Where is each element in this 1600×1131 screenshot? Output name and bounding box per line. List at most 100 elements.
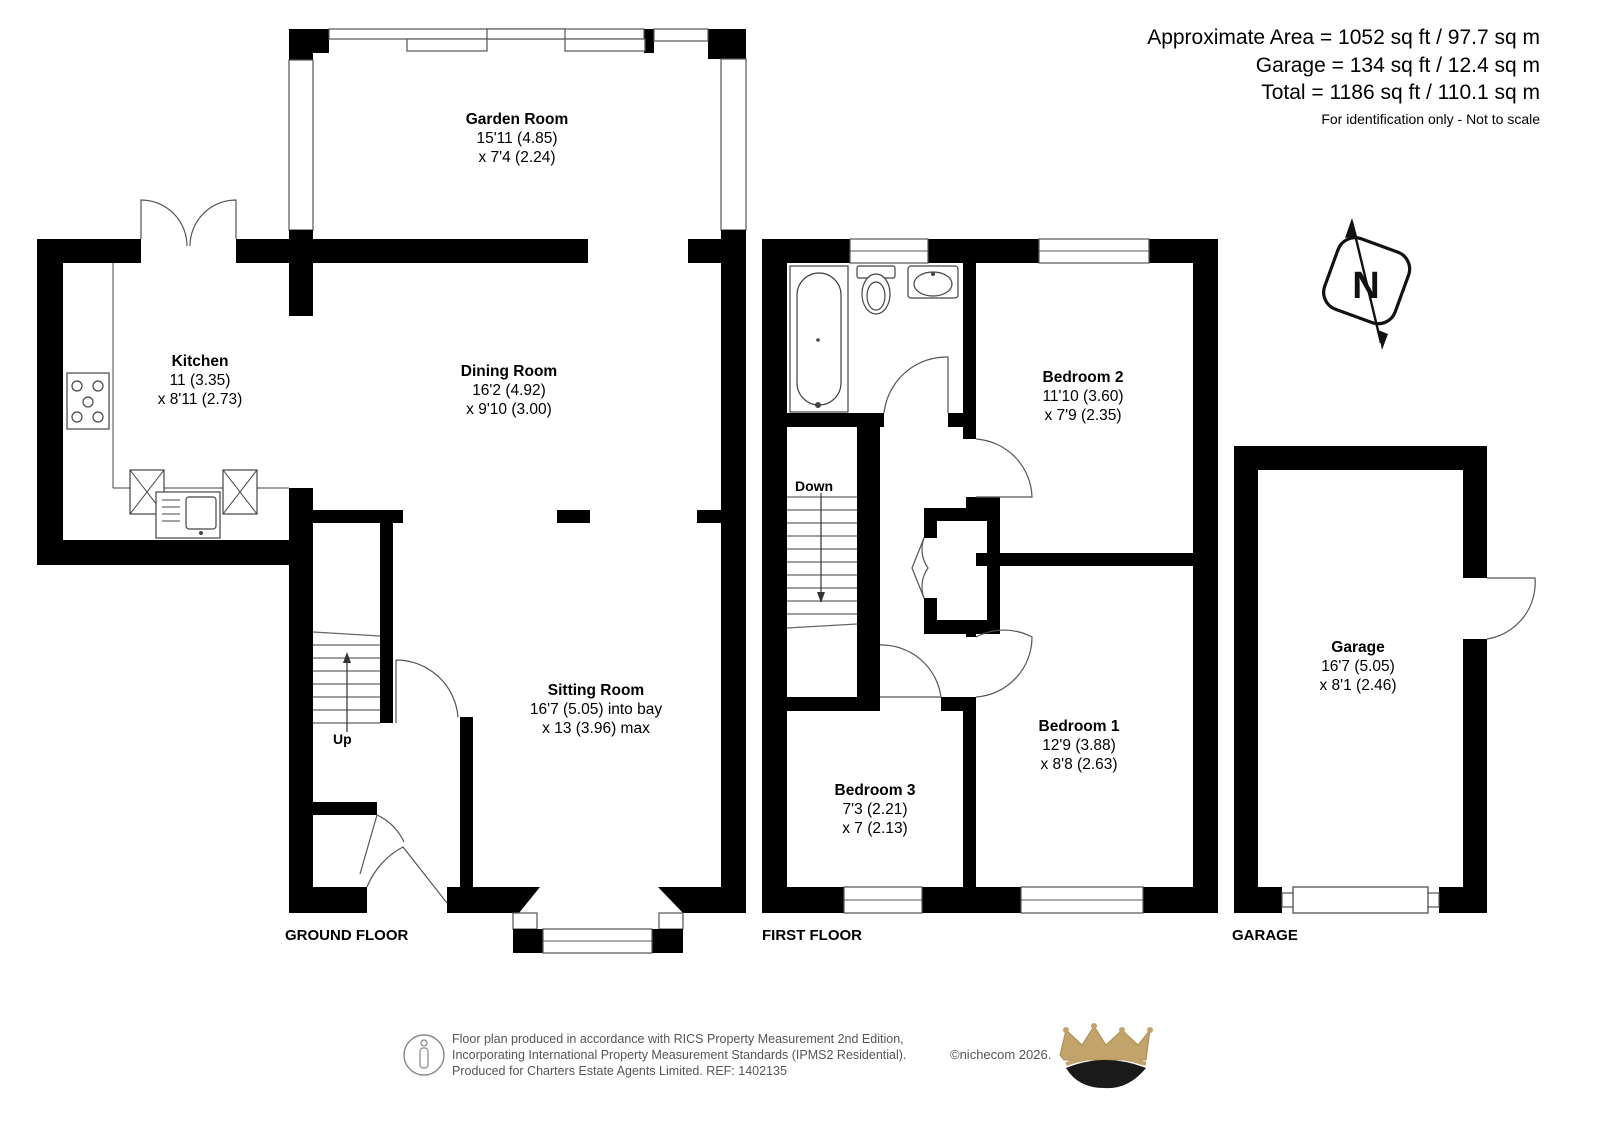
room-dining-room: Dining Room 16'2 (4.92) x 9'10 (3.00) — [461, 363, 557, 418]
garage-door-panel — [1292, 886, 1429, 914]
footer-brand: ©nichecom 2026. — [950, 1047, 1051, 1062]
room-dimension: 7'3 (2.21) — [843, 801, 908, 818]
bath-icon — [789, 265, 849, 413]
wall — [948, 413, 976, 427]
compass-north-label: N — [1352, 265, 1379, 307]
wall — [721, 239, 746, 912]
wall — [1439, 887, 1487, 913]
wall — [928, 239, 1039, 263]
wall — [313, 802, 377, 815]
garage-side-door — [1486, 577, 1536, 640]
room-bedroom-1: Bedroom 1 12'9 (3.88) x 8'8 (2.63) — [1039, 718, 1120, 773]
room-name: Garden Room — [466, 111, 568, 128]
wall — [987, 508, 1000, 634]
stairs-down — [786, 493, 858, 629]
room-bedroom-2: Bedroom 2 11'10 (3.60) x 7'9 (2.35) — [1042, 369, 1123, 424]
room-garage: Garage 16'7 (5.05) x 8'1 (2.46) — [1319, 639, 1396, 694]
garden-room-side-window — [720, 58, 747, 231]
room-dimension: 12'9 (3.88) — [1042, 737, 1116, 754]
room-dimension: x 13 (3.96) max — [542, 720, 650, 737]
bedroom-1-door — [975, 629, 1033, 698]
wall — [941, 697, 976, 711]
wall — [1234, 446, 1258, 913]
hob-icon — [66, 372, 110, 430]
wall — [762, 239, 787, 913]
wall — [1143, 887, 1218, 913]
wall — [652, 929, 683, 953]
footer-line-3: Produced for Charters Estate Agents Limi… — [452, 1064, 787, 1078]
ground-floor-label: GROUND FLOOR — [285, 927, 408, 944]
wall — [37, 540, 313, 565]
bathroom-door — [883, 356, 949, 414]
room-bedroom-3: Bedroom 3 7'3 (2.21) x 7 (2.13) — [835, 782, 916, 837]
wall — [289, 887, 367, 913]
room-dimension: 16'7 (5.05) into bay — [530, 701, 662, 718]
garage-area: Garage = 134 sq ft / 12.4 sq m — [1256, 54, 1540, 77]
sink-icon — [155, 491, 221, 539]
bedroom-2-door — [975, 438, 1033, 498]
stairs-down-label: Down — [795, 478, 833, 494]
bay-wall — [658, 887, 746, 913]
room-dimension: x 8'8 (2.63) — [1040, 756, 1117, 773]
wall — [963, 263, 976, 428]
room-dimension: x 7'4 (2.24) — [478, 149, 555, 166]
stairs-up-label: Up — [333, 731, 352, 747]
garden-room-window — [653, 28, 709, 42]
footer-line-2: Incorporating International Property Mea… — [452, 1048, 906, 1062]
wall — [963, 427, 976, 439]
room-name: Bedroom 3 — [835, 782, 916, 799]
wall — [787, 697, 880, 711]
sliding-door-panel — [564, 38, 646, 52]
wall — [976, 553, 1193, 566]
room-dimension: 16'2 (4.92) — [472, 382, 546, 399]
approximate-area: Approximate Area = 1052 sq ft / 97.7 sq … — [1147, 26, 1540, 49]
first-floor-plan: Down Bedroom 2 11'10 (3.60) x 7'9 (2.35)… — [762, 238, 1218, 944]
wall — [966, 497, 1000, 509]
wall — [380, 523, 393, 723]
footer: Floor plan produced in accordance with R… — [403, 1023, 1153, 1089]
room-name: Garage — [1331, 639, 1385, 656]
wall — [236, 239, 588, 263]
bay-window — [512, 912, 538, 930]
wall — [1234, 887, 1282, 913]
wall — [513, 929, 543, 953]
front-door — [366, 846, 448, 904]
room-name: Dining Room — [461, 363, 557, 380]
garage-plan: Garage 16'7 (5.05) x 8'1 (2.46) GARAGE — [1232, 446, 1536, 944]
sliding-door-panel — [486, 28, 566, 40]
room-dimension: x 7 (2.13) — [842, 820, 907, 837]
bay-wall — [473, 887, 540, 913]
basin-icon — [907, 265, 959, 299]
room-garden-room: Garden Room 15'11 (4.85) x 7'4 (2.24) — [466, 111, 568, 166]
wall — [924, 620, 1000, 634]
bedroom-3-door — [879, 644, 942, 698]
ground-floor-plan: Up Garden Room 15'11 (4.85) x 7'4 (2.24)… — [37, 28, 747, 954]
wall — [762, 887, 844, 913]
wall — [966, 634, 976, 637]
kitchen-door — [140, 199, 188, 247]
room-dimension: x 9'10 (3.00) — [466, 401, 552, 418]
scale-note: For identification only - Not to scale — [1321, 111, 1540, 127]
person-scale-icon — [403, 1034, 445, 1076]
room-dimension: 11 (3.35) — [170, 372, 231, 389]
wall — [460, 717, 473, 892]
room-name: Bedroom 1 — [1039, 718, 1120, 735]
cupboard-door — [921, 537, 929, 599]
wall — [1193, 239, 1218, 913]
wall — [557, 510, 590, 523]
footer-line-1: Floor plan produced in accordance with R… — [452, 1032, 904, 1046]
wall — [313, 510, 403, 523]
wall — [876, 427, 880, 711]
cupboard-door — [911, 537, 925, 599]
wall — [708, 29, 746, 59]
wall — [697, 510, 721, 523]
hall-door — [395, 659, 459, 723]
wall — [1234, 446, 1487, 470]
room-sitting-room: Sitting Room 16'7 (5.05) into bay x 13 (… — [530, 682, 662, 737]
wall — [924, 508, 1000, 521]
stair-rail — [857, 427, 861, 697]
room-dimension: 16'7 (5.05) — [1321, 658, 1395, 675]
room-dimension: x 8'11 (2.73) — [158, 391, 243, 408]
first-floor-label: FIRST FLOOR — [762, 927, 862, 944]
